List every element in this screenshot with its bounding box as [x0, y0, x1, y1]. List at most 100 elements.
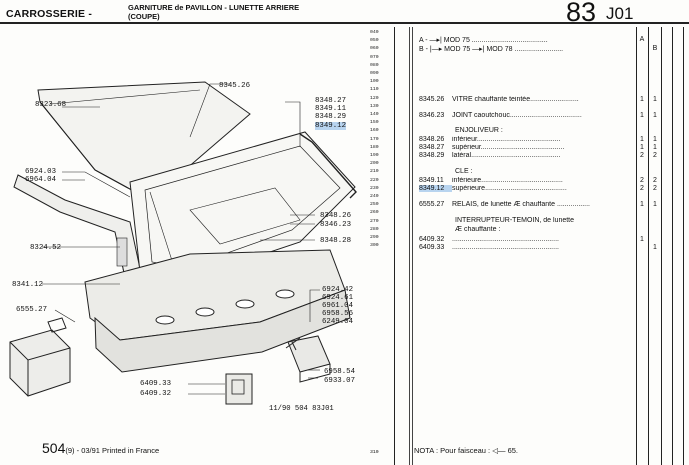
part-code: 6555.27 — [419, 201, 445, 208]
qty-a: 1 — [640, 112, 644, 119]
part-code: 8348.29 — [419, 152, 445, 159]
qty-a: 1 — [640, 144, 644, 151]
label-8348-26: 8348.26 — [320, 212, 352, 220]
row-number: 300 — [370, 243, 379, 249]
margin-divider — [409, 27, 410, 465]
label-8349-11: 8349.11 — [315, 105, 347, 113]
part-description: latéral.................................… — [452, 152, 561, 159]
page-number: 83 — [566, 0, 597, 27]
qty-a: 2 — [640, 152, 644, 159]
qty-a: 2 — [640, 177, 644, 184]
row-number: 250 — [370, 202, 379, 208]
row-number: 170 — [370, 136, 379, 142]
section-title: CARROSSERIE - — [6, 8, 93, 20]
label-8324-52: 8324.52 — [30, 244, 62, 252]
row-end-number: 310 — [370, 450, 379, 455]
qty-b: 1 — [653, 136, 657, 143]
part-code: 6409.33 — [419, 244, 445, 251]
row-number: 230 — [370, 185, 379, 191]
qty-col-line-4 — [672, 27, 673, 465]
label-6924-03: 6924.03 — [25, 168, 57, 176]
group-heading: CLE : — [455, 168, 473, 175]
group-heading: INTERRUPTEUR-TEMOIN, de lunette — [455, 217, 575, 224]
row-number: 270 — [370, 218, 379, 224]
qty-col-line-5 — [683, 27, 684, 465]
row-number: 060 — [370, 46, 379, 52]
legend-col-b: B — [652, 45, 658, 52]
part-row: INTERRUPTEUR-TEMOIN, de lunette — [419, 217, 633, 224]
label-8323-68: 8323.68 — [35, 101, 67, 109]
qty-a: 1 — [640, 236, 644, 243]
qty-a: 1 — [640, 201, 644, 208]
part-row: 8348.29 latéral..........................… — [419, 152, 633, 159]
part-row: 6409.32.................................… — [419, 236, 633, 243]
print-info: 504(9) - 03/91 Printed in France — [42, 440, 159, 456]
group-heading: ENJOLIVEUR : — [455, 127, 503, 134]
label-8341-12: 8341.12 — [12, 281, 44, 289]
part-code: 8346.23 — [419, 112, 445, 119]
row-number: 150 — [370, 120, 379, 126]
part-code: 8345.26 — [419, 96, 445, 103]
label-8349-12: 8349.12 — [315, 122, 347, 130]
row-number: 090 — [370, 71, 379, 76]
subtitle-line-1: GARNITURE de PAVILLON - LUNETTE ARRIERE — [128, 3, 300, 12]
row-number: 130 — [370, 103, 379, 109]
label-6249-04: 6249.04 — [322, 318, 354, 326]
label-6924-61: 6924.61 — [322, 294, 354, 302]
row-number: 080 — [370, 62, 379, 68]
subtitle-line-2: (COUPE) — [128, 12, 160, 21]
part-row: ENJOLIVEUR : — [419, 127, 633, 134]
sheet-code: J01 — [606, 4, 634, 23]
part-description: ........................................… — [452, 244, 559, 251]
label-6409-33: 6409.33 — [140, 380, 172, 388]
legend-col-a: A — [639, 36, 645, 43]
relay — [9, 329, 71, 397]
part-code: 8348.26 — [419, 136, 445, 143]
label-6924-42: 6924.42 — [322, 286, 354, 294]
margin-divider-2 — [412, 27, 413, 465]
part-description: VITRE chauffante teintée................… — [452, 96, 579, 103]
legend-a: A - —▸| MOD 75 .........................… — [419, 37, 548, 44]
label-8348-27: 8348.27 — [315, 97, 347, 105]
qty-b: 1 — [653, 96, 657, 103]
part-description: ........................................… — [452, 236, 559, 243]
qty-b: 1 — [653, 144, 657, 151]
label-6961-04: 6961.04 — [322, 302, 354, 310]
row-number: 160 — [370, 128, 379, 134]
exploded-diagram — [9, 81, 357, 405]
qty-b: 1 — [653, 244, 657, 251]
label-8348-29: 8348.29 — [315, 113, 347, 121]
label-6555-27: 6555.27 — [16, 306, 48, 314]
group-heading: Æ chauffante : — [455, 226, 501, 233]
qty-col-line-3 — [661, 27, 662, 465]
switch — [225, 373, 253, 405]
print-date: (9) - 03/91 Printed in France — [65, 446, 160, 455]
part-description: supérieure..............................… — [452, 185, 567, 192]
page-subtitle: GARNITURE de PAVILLON - LUNETTE ARRIERE … — [128, 3, 299, 21]
qty-b: 2 — [653, 185, 657, 192]
qty-b: 1 — [653, 112, 657, 119]
qty-col-line-2 — [648, 27, 649, 465]
qty-b: 2 — [653, 177, 657, 184]
row-number: 040 — [370, 30, 379, 35]
part-code: 8348.27 — [419, 144, 445, 151]
heater-box — [287, 335, 331, 373]
part-row: CLE : — [419, 168, 633, 175]
row-number: 050 — [370, 38, 379, 44]
part-row: 6409.33.................................… — [419, 244, 633, 251]
footnote: NOTA : Pour faisceau : ◁— 65. — [414, 446, 519, 455]
label-8346-23: 8346.23 — [320, 221, 352, 229]
qty-a: 1 — [640, 96, 644, 103]
qty-b: 2 — [653, 152, 657, 159]
legend-b: B - |—▸ MOD 75 —▸| MOD 78 ..............… — [419, 46, 564, 53]
qty-a: 2 — [640, 185, 644, 192]
header-rule — [0, 22, 689, 24]
row-number: 200 — [370, 161, 379, 167]
part-row: 8345.26 VITRE chauffante teintée.........… — [419, 96, 633, 103]
label-6933-07: 6933.07 — [324, 377, 356, 385]
